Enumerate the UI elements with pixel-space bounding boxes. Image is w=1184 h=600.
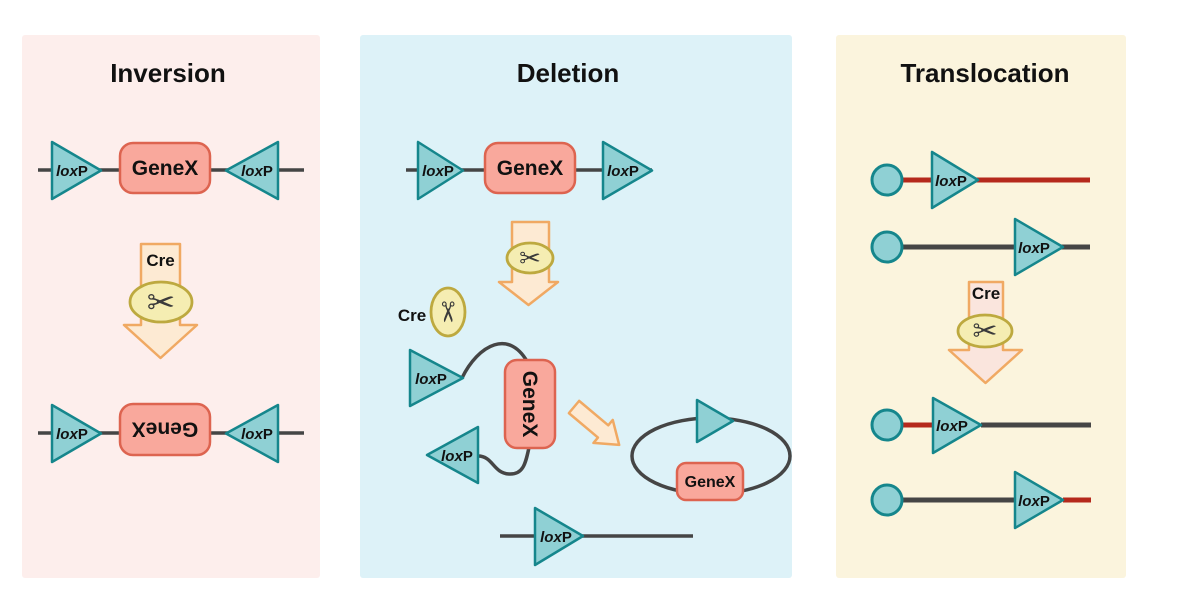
inversion-title: Inversion	[110, 58, 226, 88]
centromere-circle	[870, 163, 904, 197]
loxp-label: loxP	[241, 163, 273, 180]
loxp-site-forward	[1013, 217, 1065, 277]
loxp-label: loxP	[936, 418, 968, 435]
loxp-site-forward	[50, 140, 103, 201]
genex-label-small: GeneX	[685, 474, 736, 491]
loxp-label: loxP	[56, 163, 88, 180]
loxp-label: loxP	[56, 426, 88, 443]
scissors-icon: ✂	[432, 300, 463, 323]
cre-label: Cre	[972, 284, 1000, 303]
loxp-label: loxP	[1018, 493, 1050, 510]
centromere-circle	[870, 408, 904, 442]
translocation-title: Translocation	[900, 58, 1069, 88]
cre-enzyme-ellipse	[505, 241, 555, 275]
panel-inversion: Inversion loxP GeneX loxP Cre ✂ loxP Gen…	[22, 35, 320, 578]
centromere-circle	[870, 230, 904, 264]
deletion-cre-arrow: ✂	[497, 220, 560, 307]
loxp-site-forward	[601, 140, 654, 201]
loxp-site-forward	[931, 396, 983, 455]
genex-box-small	[675, 461, 745, 502]
cre-label: Cre	[146, 251, 174, 270]
loxp-site-reverse	[224, 140, 280, 201]
chromosome-product-red-gray: loxP	[870, 396, 1091, 455]
genex-label: GeneX	[132, 157, 199, 180]
loxp-label: loxP	[241, 426, 273, 443]
loxp-site-forward	[930, 150, 980, 210]
loxp-label: loxP	[415, 371, 447, 388]
dna-loop-curve-bottom	[477, 442, 532, 476]
cre-enzyme-ellipse	[128, 280, 194, 324]
loxp-site-forward	[1013, 470, 1065, 530]
chromosome-red-substrate: loxP	[870, 150, 1090, 210]
loxp-site-forward	[416, 140, 465, 201]
panel-translocation: Translocation loxP loxP Cre ✂	[836, 35, 1126, 578]
loxp-site-on-circle	[695, 398, 735, 444]
deletion-result-arrow	[567, 399, 621, 447]
deletion-linear-product: loxP	[500, 506, 693, 567]
cre-enzyme-ellipse	[956, 313, 1014, 349]
loxp-site-forward	[408, 348, 465, 408]
loxp-label: loxP	[935, 173, 967, 190]
cre-label: Cre	[398, 306, 426, 325]
chromosome-product-gray-red: loxP	[870, 470, 1091, 530]
loxp-label: loxP	[422, 163, 454, 180]
dna-loop-curve-top	[460, 342, 531, 379]
genex-label-inverted: GeneX	[132, 418, 199, 441]
translocation-cre-arrow: Cre ✂	[947, 280, 1024, 385]
cre-enzyme-ellipse	[429, 286, 467, 338]
deletion-cre-enzyme: Cre ✂	[398, 286, 467, 338]
chromosome-gray-substrate: loxP	[870, 217, 1090, 277]
scissors-icon: ✂	[147, 284, 176, 322]
inversion-substrate-construct: loxP GeneX loxP	[38, 140, 304, 201]
inversion-product-construct: loxP GeneX loxP	[38, 402, 304, 464]
scissors-icon: ✂	[972, 315, 997, 348]
deletion-loop-intermediate: loxP loxP GeneX	[408, 342, 557, 485]
inversion-cre-arrow: Cre ✂	[122, 242, 199, 360]
loxp-site-forward	[50, 403, 103, 464]
loxp-site-reverse	[224, 403, 280, 464]
deletion-substrate-construct: loxP GeneX loxP	[406, 140, 654, 201]
genex-box-inverted	[118, 402, 212, 457]
genex-box-vertical	[503, 358, 557, 450]
genex-box	[483, 141, 577, 195]
loxp-site-reverse	[425, 425, 480, 485]
deletion-title: Deletion	[517, 58, 620, 88]
loxp-label: loxP	[540, 529, 572, 546]
centromere-circle	[870, 483, 904, 517]
scissors-icon: ✂	[519, 243, 541, 273]
genex-box	[118, 141, 212, 195]
genex-label-vertical: GeneX	[518, 371, 541, 438]
panel-deletion: Deletion loxP GeneX loxP ✂ Cre ✂	[360, 35, 792, 578]
excised-circle-product: GeneX	[630, 398, 792, 502]
loxp-label: loxP	[1018, 240, 1050, 257]
loxp-label: loxP	[607, 163, 639, 180]
loxp-site-forward	[533, 506, 585, 567]
diagonal-arrow	[567, 399, 621, 447]
genex-label: GeneX	[497, 157, 564, 180]
loxp-label: loxP	[441, 448, 473, 465]
